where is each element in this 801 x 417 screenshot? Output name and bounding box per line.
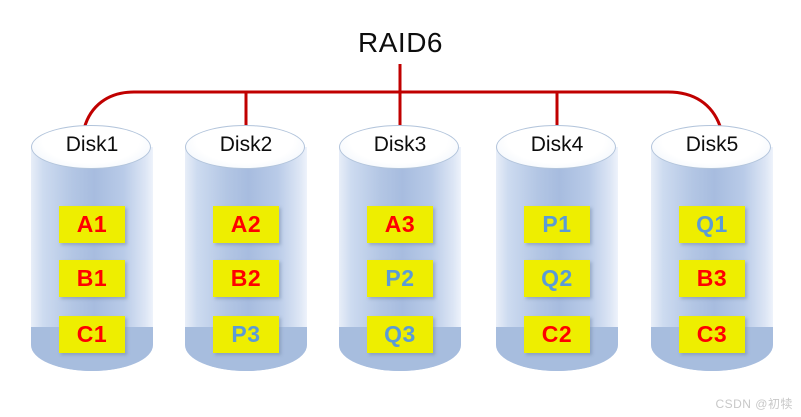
cylinder-top — [31, 125, 151, 169]
disk-cylinder-2[interactable]: Disk2 A2 B2 P3 — [185, 125, 307, 393]
parity-block[interactable]: P1 — [524, 206, 590, 243]
data-block[interactable]: B1 — [59, 260, 125, 297]
disk-label: Disk5 — [685, 133, 739, 156]
watermark: CSDN @初犊 — [715, 397, 793, 411]
data-block[interactable]: C2 — [524, 316, 590, 353]
cylinder-top — [339, 125, 459, 169]
disk-label: Disk2 — [219, 133, 273, 156]
disk-cylinder-4[interactable]: Disk4 P1 Q2 C2 — [496, 125, 618, 393]
connector-curve-disk1 — [82, 90, 135, 130]
disk-label: Disk4 — [530, 133, 584, 156]
data-block[interactable]: C3 — [679, 316, 745, 353]
disk-cylinder-1[interactable]: Disk1 A1 B1 C1 — [31, 125, 153, 393]
data-block[interactable]: A2 — [213, 206, 279, 243]
cylinder-body — [651, 147, 773, 371]
data-block[interactable]: A1 — [59, 206, 125, 243]
parity-block[interactable]: Q1 — [679, 206, 745, 243]
disk-label: Disk3 — [373, 133, 427, 156]
cylinder-top — [496, 125, 616, 169]
disk-cylinder-3[interactable]: Disk3 A3 P2 Q3 — [339, 125, 461, 393]
parity-block[interactable]: P3 — [213, 316, 279, 353]
data-block[interactable]: C1 — [59, 316, 125, 353]
parity-block[interactable]: Q3 — [367, 316, 433, 353]
parity-block[interactable]: P2 — [367, 260, 433, 297]
data-block[interactable]: B3 — [679, 260, 745, 297]
page-title: RAID6 — [358, 27, 443, 58]
parity-block[interactable]: Q2 — [524, 260, 590, 297]
disk-label: Disk1 — [65, 133, 119, 156]
disk-cylinder-5[interactable]: Disk5 Q1 B3 C3 — [651, 125, 773, 393]
data-block[interactable]: A3 — [367, 206, 433, 243]
connector-curve-disk5 — [667, 90, 722, 127]
data-block[interactable]: B2 — [213, 260, 279, 297]
cylinder-top — [185, 125, 305, 169]
cylinder-top — [651, 125, 771, 169]
